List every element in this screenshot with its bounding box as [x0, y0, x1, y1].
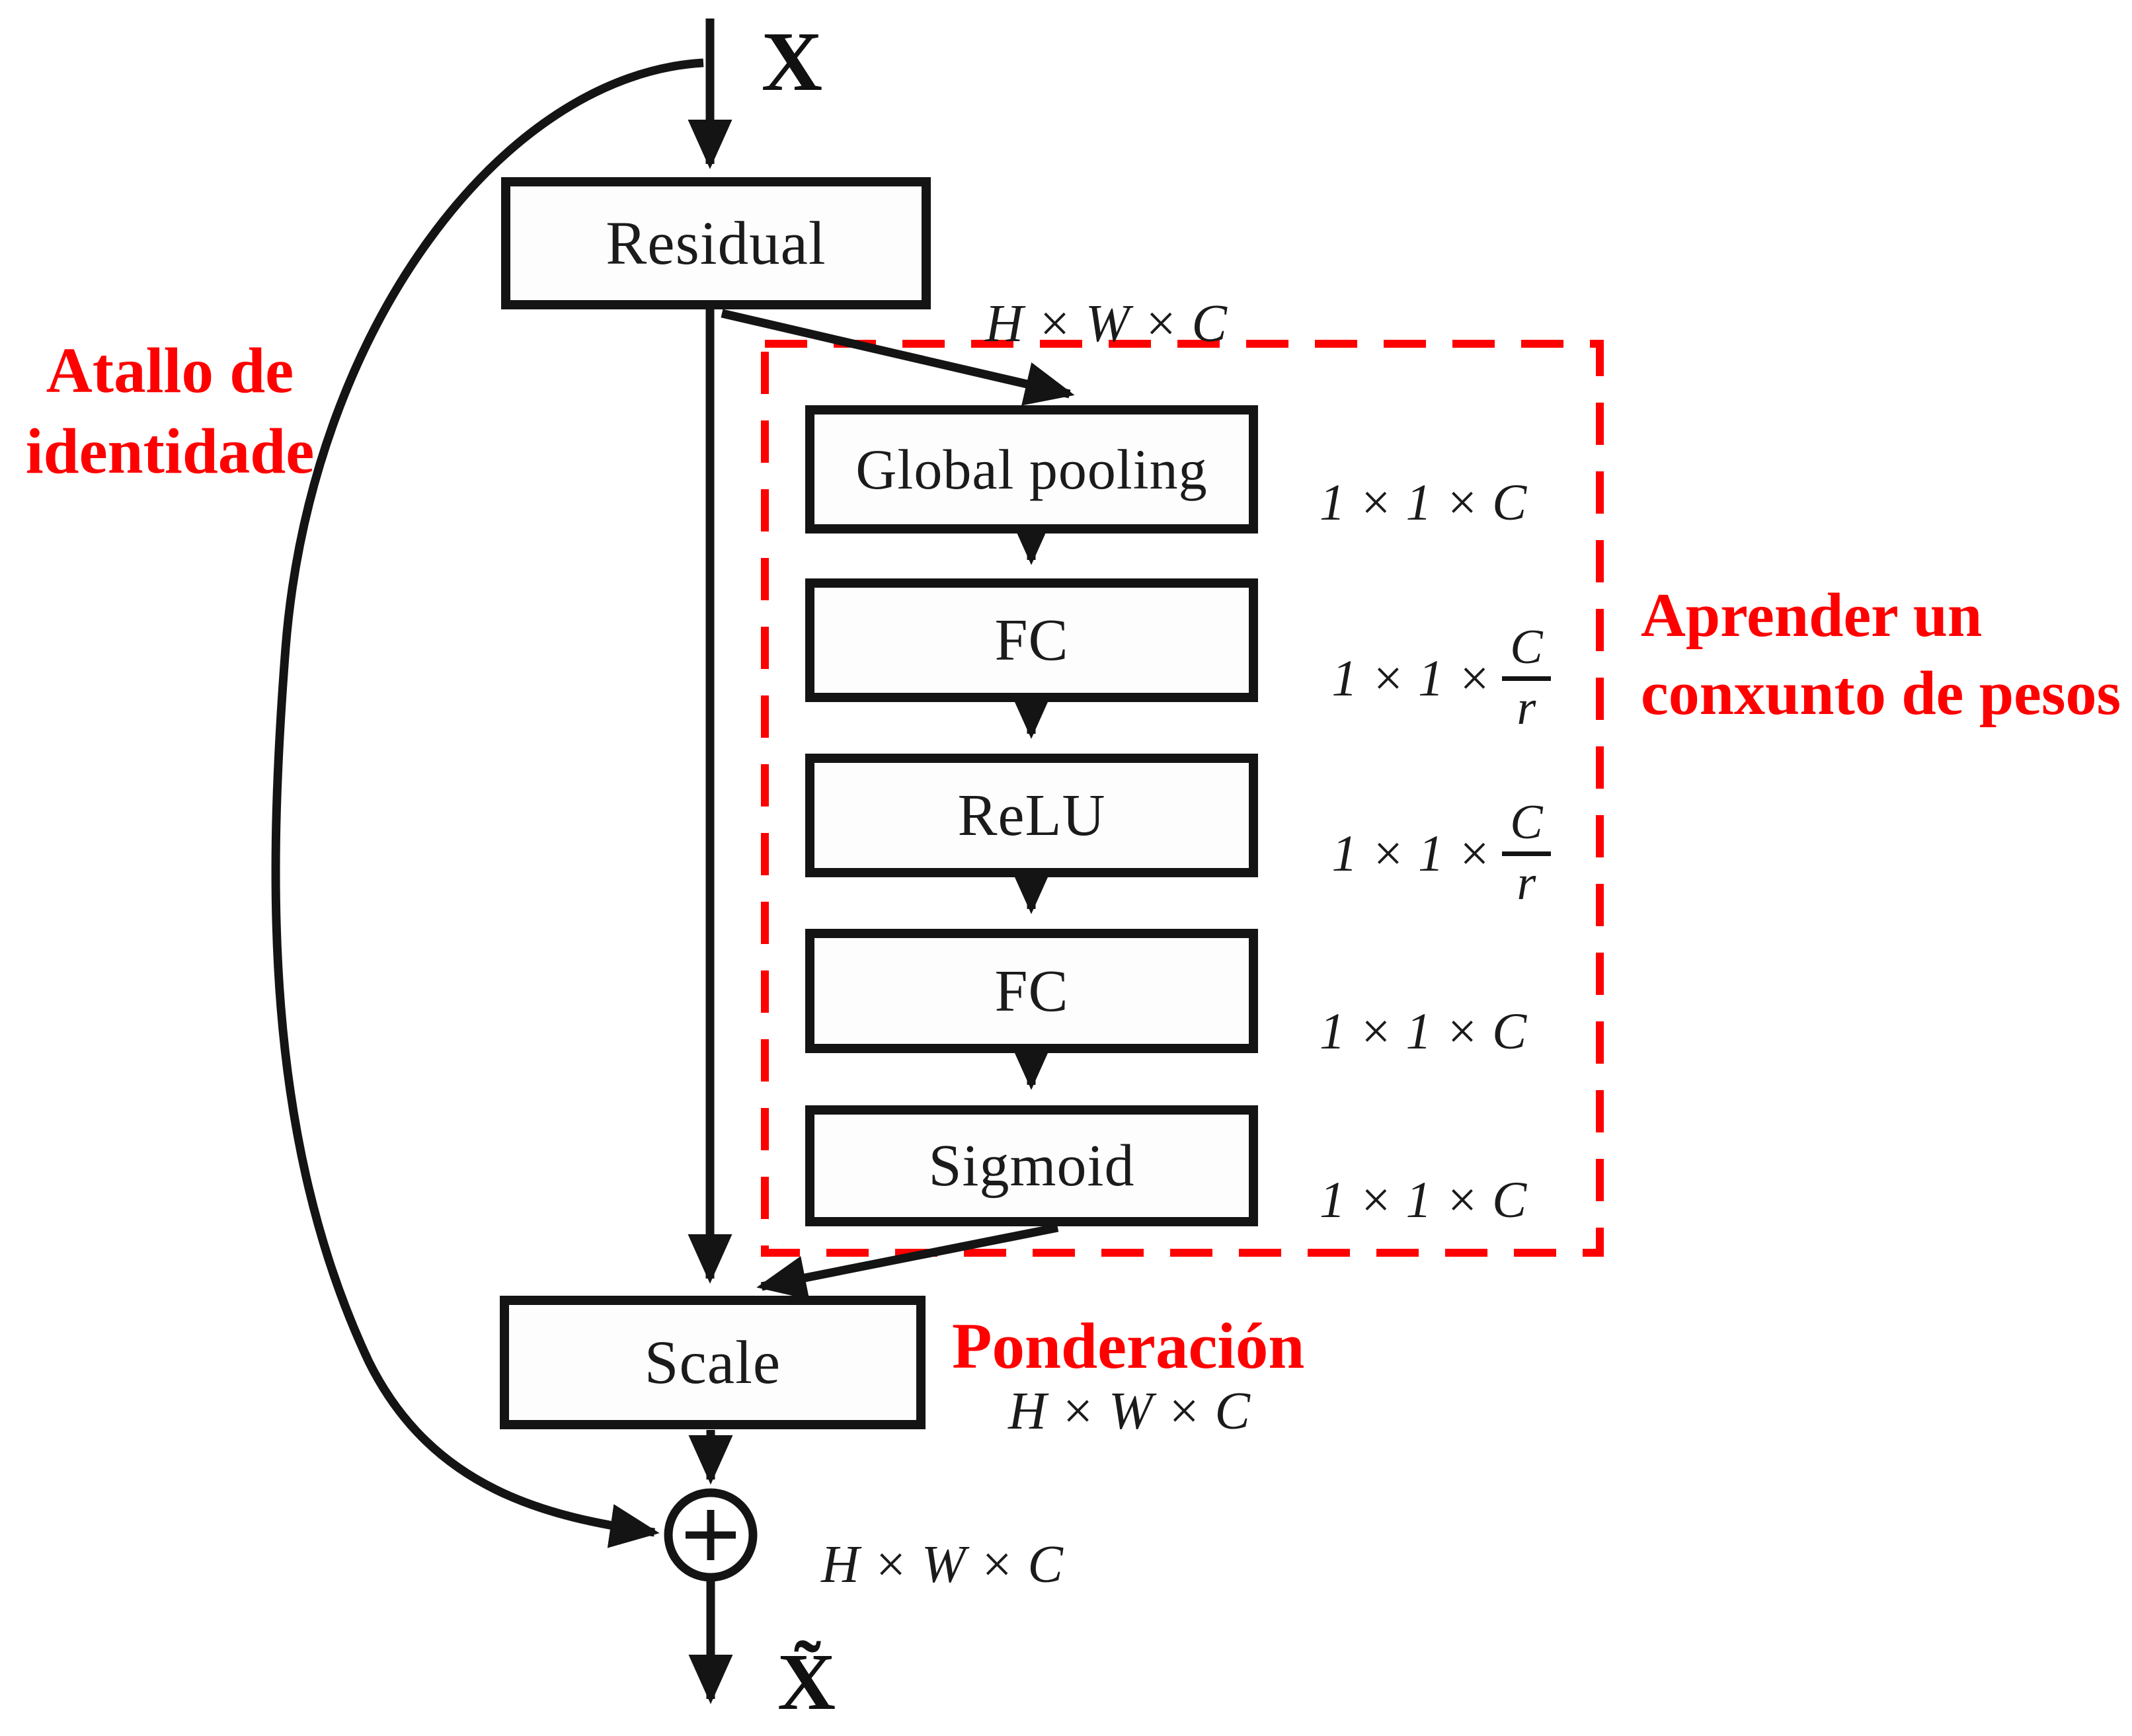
- sum-node: [664, 1488, 758, 1582]
- dim-relu-prefix: 1 × 1 ×: [1331, 824, 1492, 882]
- identity-annotation-line1: Atallo de: [46, 335, 294, 406]
- dim-scale-output: H × W × C: [1008, 1382, 1250, 1440]
- dim-fc2: 1 × 1 × C: [1319, 1002, 1527, 1060]
- residual-to-pooling-arrow: [721, 309, 1075, 406]
- identity-annotation-line2: identidade: [25, 416, 315, 487]
- fraction-denominator: r: [1517, 856, 1536, 910]
- dim-fc1: 1 × 1 × C r: [1286, 620, 1597, 736]
- plus-icon: [686, 1510, 736, 1560]
- fc2-box: FC: [805, 929, 1258, 1053]
- dim-fc1-fraction: C r: [1502, 622, 1551, 735]
- fraction-numerator: C: [1502, 622, 1551, 681]
- dim-relu: 1 × 1 × C r: [1286, 795, 1597, 911]
- weights-annotation-line1: Aprender un: [1641, 581, 1983, 650]
- weighting-annotation: Ponderación: [952, 1310, 1305, 1382]
- fc1-box: FC: [805, 578, 1258, 702]
- residual-box: Residual: [501, 177, 931, 309]
- dim-residual-output: H × W × C: [985, 294, 1227, 353]
- identity-shortcut-curve: [271, 58, 704, 1548]
- scale-box: Scale: [500, 1296, 926, 1429]
- dim-sum-output: H × W × C: [821, 1535, 1063, 1594]
- dim-global-pooling: 1 × 1 × C: [1319, 473, 1527, 531]
- output-label: X̃: [777, 1637, 836, 1727]
- sigmoid-box: Sigmoid: [805, 1105, 1258, 1226]
- weights-dashed-box: [761, 340, 1604, 1257]
- learn-weights-annotation: Aprender un conxunto de pesos: [1641, 576, 2130, 733]
- dim-relu-fraction: C r: [1502, 797, 1551, 910]
- fraction-denominator: r: [1517, 681, 1536, 735]
- fraction-numerator: C: [1502, 797, 1551, 856]
- global-pooling-box: Global pooling: [805, 405, 1258, 533]
- weights-annotation-line2: conxunto de pesos: [1641, 659, 2121, 729]
- relu-box: ReLU: [805, 754, 1258, 877]
- dim-sigmoid: 1 × 1 × C: [1319, 1171, 1527, 1228]
- identity-shortcut-annotation: Atallo de identidade: [12, 331, 328, 492]
- dim-fc1-prefix: 1 × 1 ×: [1331, 649, 1492, 707]
- sigmoid-to-scale-arrow: [756, 1223, 1059, 1300]
- input-label: X: [761, 14, 823, 108]
